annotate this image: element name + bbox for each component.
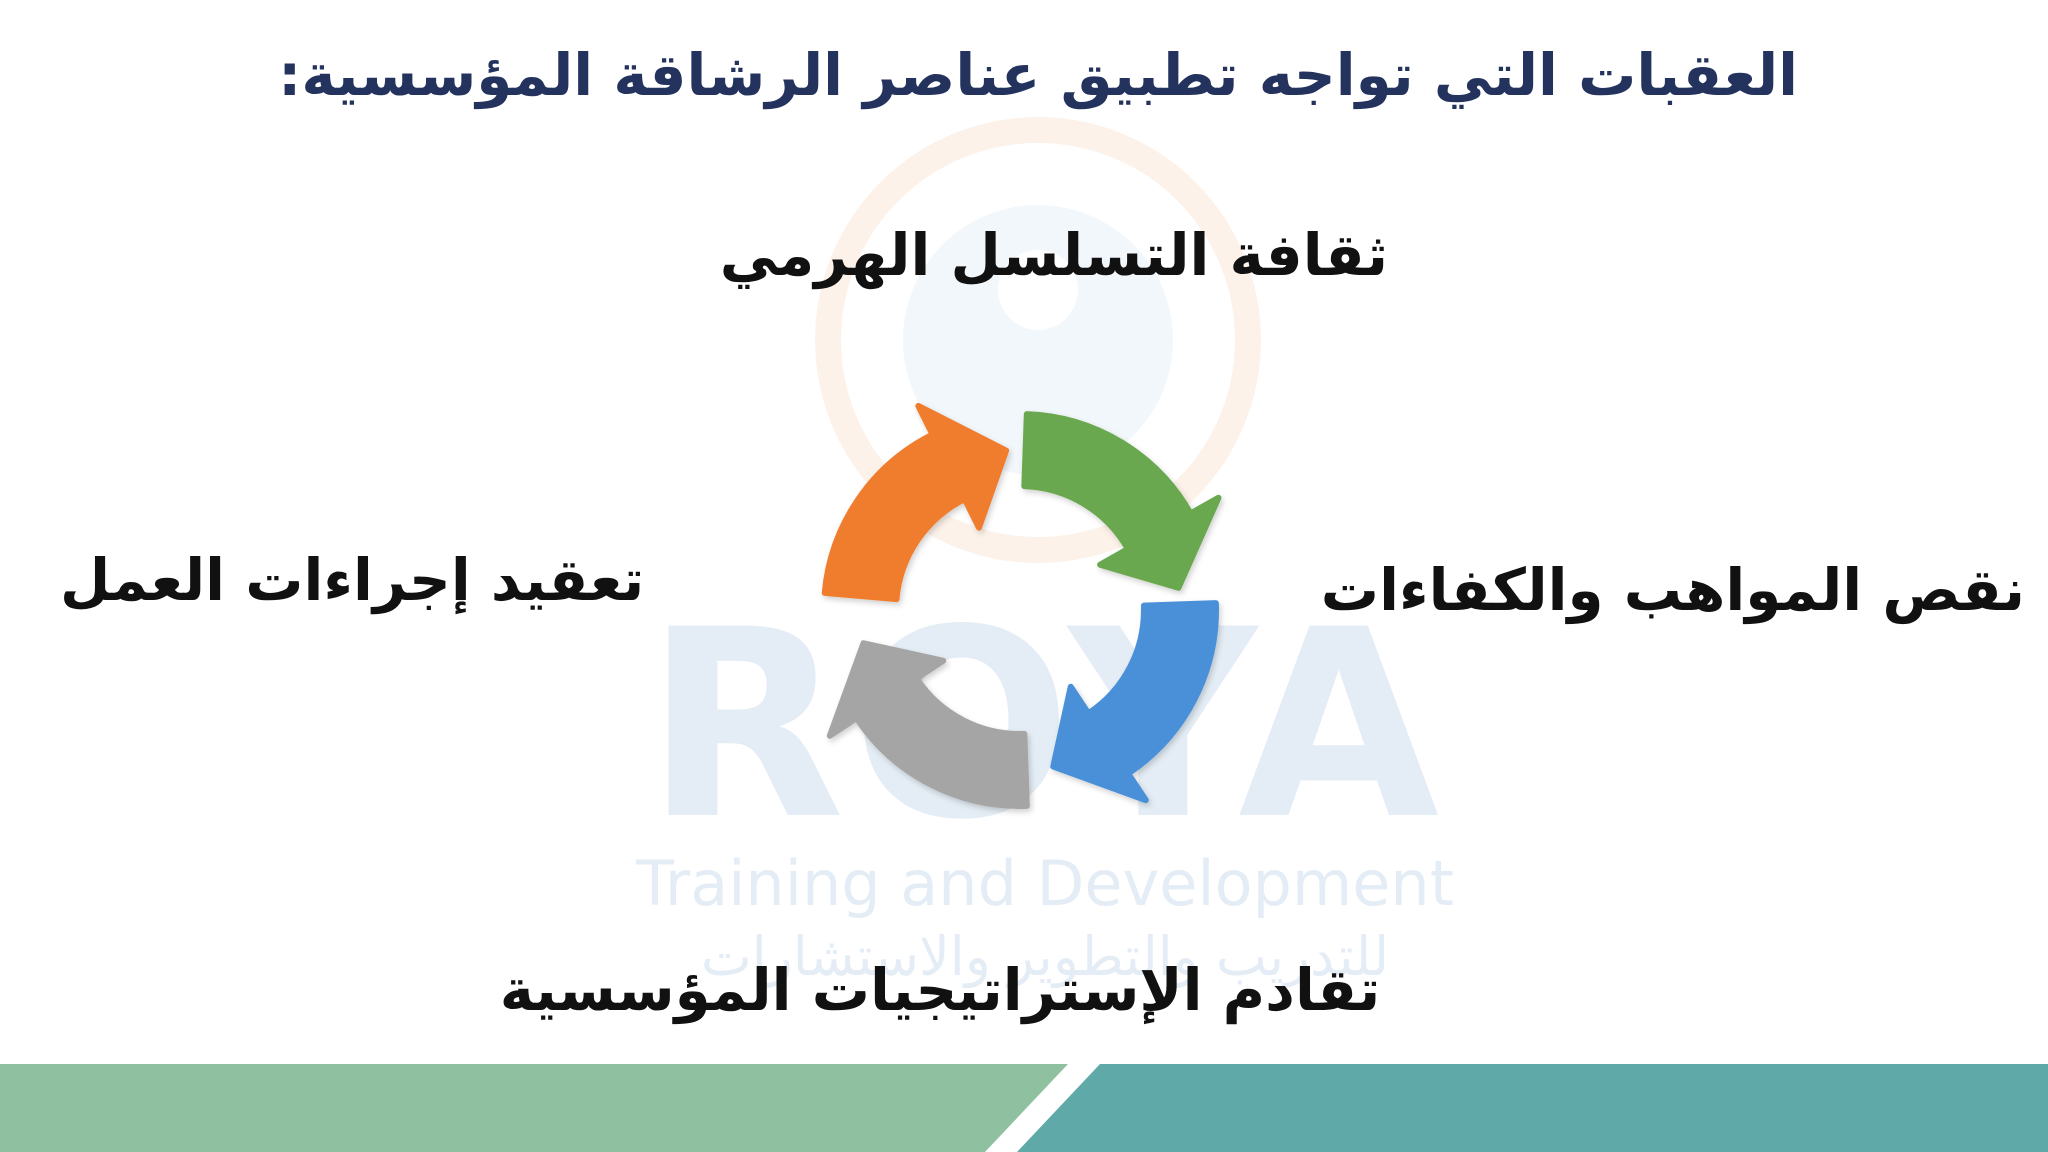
arrow-left-gray [826,640,1030,809]
watermark-brand: ROYA [645,575,1446,877]
cycle-label-process-complexity: تعقيد إجراءات العمل [60,546,645,614]
cycle-label-hierarchy-culture: ثقافة التسلسل الهرمي [719,221,1388,289]
cycle-label-talent-shortage: نقص المواهب والكفاءات [1320,556,2025,624]
footer-left-band [0,1064,1068,1152]
watermark-tagline: Training and Development [635,847,1454,920]
footer-right-band [1017,1064,2048,1152]
arrow-right-green [1021,411,1222,591]
watermark-eye-icon [903,205,1173,475]
watermark-arabic: للتدريب والتطوير والاستشارات [701,925,1389,988]
arrow-top-orange [821,402,1010,603]
cycle-label-outdated-strategies: تقادم الإستراتيجيات المؤسسية [499,956,1381,1024]
watermark-pupil-icon [998,250,1078,330]
page-title: العقبات التي تواجه تطبيق عناصر الرشاقة ا… [278,41,1798,109]
watermark-ring-icon [815,117,1261,563]
arrow-bottom-blue [1050,600,1219,804]
footer-band [0,1064,2048,1152]
